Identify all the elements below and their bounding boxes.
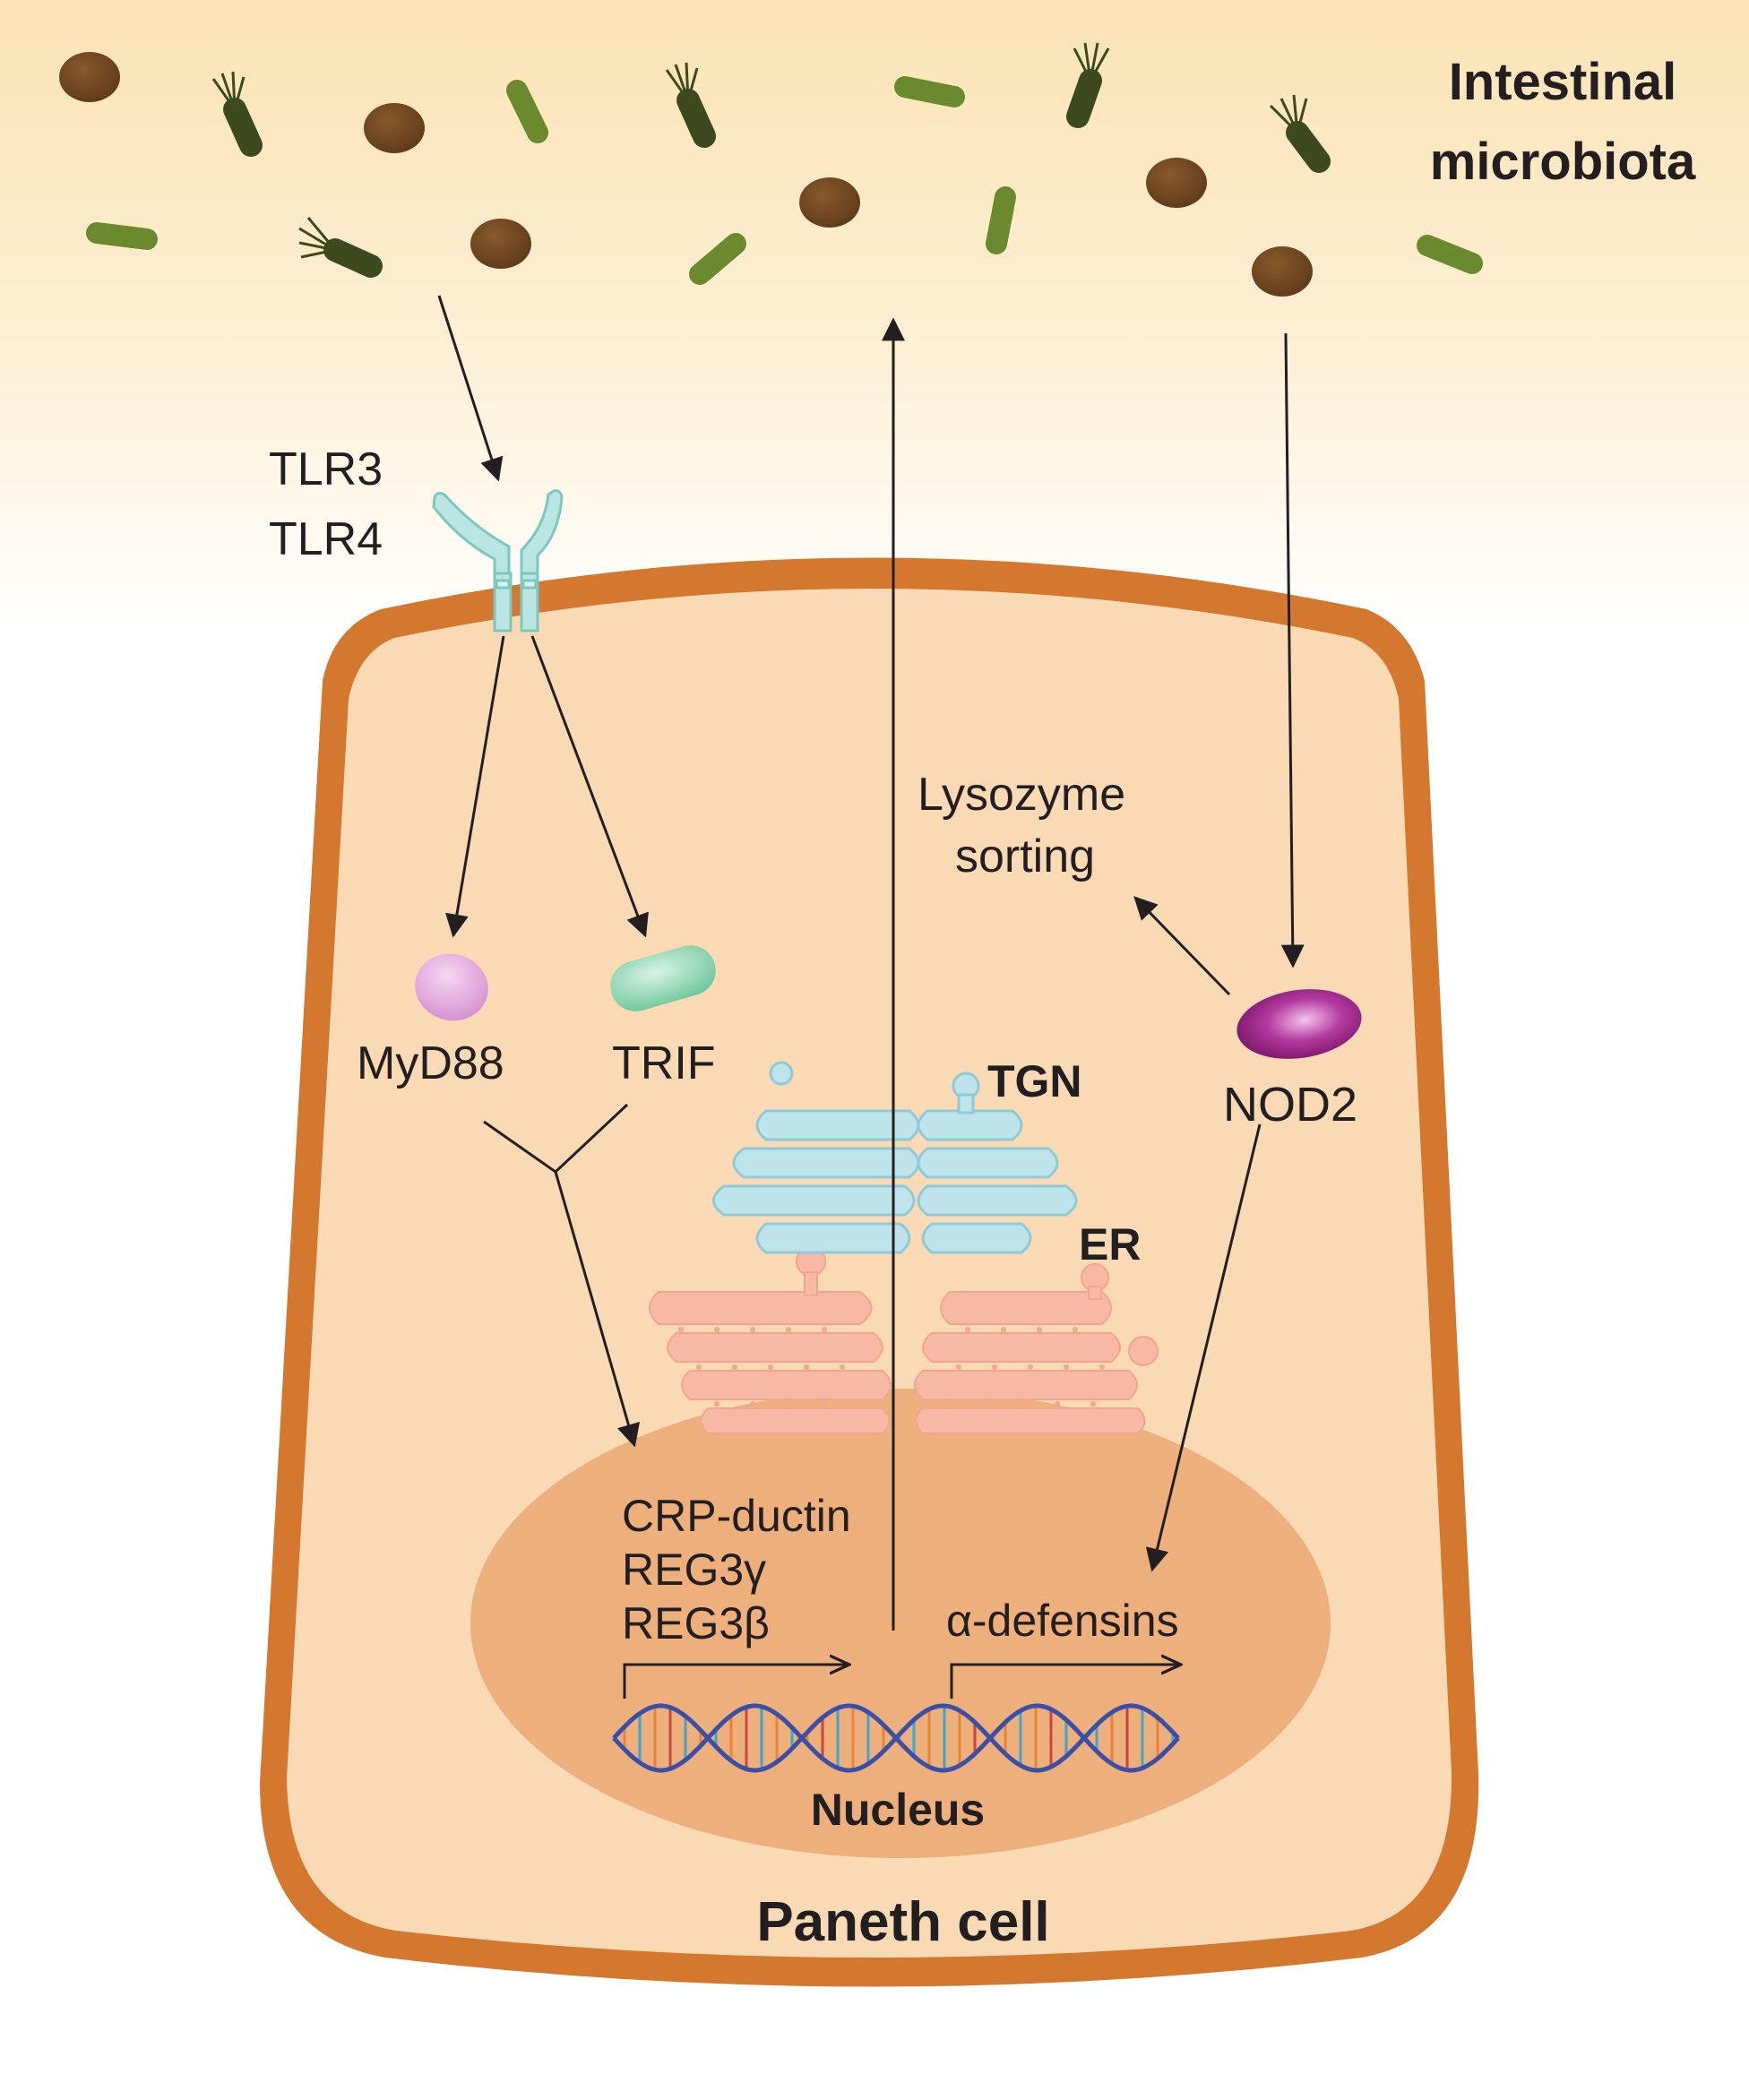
tlr3-label: TLR3 — [269, 443, 383, 495]
tlr4-label: TLR4 — [269, 513, 383, 565]
nod2-label: NOD2 — [1223, 1078, 1357, 1132]
lysozyme-label-line1: Lysozyme — [918, 769, 1125, 821]
rod-bacterium — [986, 186, 1016, 254]
alpha-defensins-label: α-defensins — [946, 1596, 1179, 1646]
nod2-protein — [1236, 989, 1362, 1059]
coccus-bacterium — [799, 177, 860, 228]
microbiota-bacteria — [59, 42, 1483, 297]
flagellated-bacterium — [211, 71, 263, 157]
arrow-microbiota-to-tlr — [437, 295, 504, 482]
crp-ductin-label: CRP-ductin — [622, 1491, 851, 1541]
arrow-nod2-to-defensins — [1145, 1123, 1262, 1572]
coccus-bacterium — [1252, 246, 1313, 297]
arrow-microbiota-to-nod2 — [1280, 332, 1305, 968]
signaling-arrows — [437, 295, 1305, 1699]
flagellated-bacterium — [1269, 94, 1331, 173]
arrow-tlr-to-myd88 — [445, 635, 505, 938]
rod-bacterium — [1417, 235, 1483, 274]
transcription-arrow-left — [623, 1665, 849, 1699]
tgn-label: TGN — [987, 1056, 1082, 1106]
reg3b-label: REG3β — [622, 1598, 770, 1648]
reg3g-label: REG3γ — [622, 1545, 766, 1595]
arrow-tlr-to-trif — [530, 635, 649, 938]
coccus-bacterium — [59, 52, 120, 102]
tgn-organelle — [712, 1061, 1078, 1254]
rod-bacterium — [894, 76, 965, 108]
coccus-bacterium — [1146, 158, 1207, 208]
myd88-protein — [415, 953, 488, 1021]
dna-helix — [612, 1703, 1180, 1773]
trif-label: TRIF — [612, 1037, 716, 1089]
microbiota-title-line1: Intestinal — [1449, 53, 1677, 111]
coccus-bacterium — [364, 103, 425, 153]
rod-bacterium — [506, 80, 548, 143]
myd88-label: MyD88 — [357, 1037, 504, 1089]
flagellated-bacterium — [1066, 42, 1110, 128]
rod-bacterium — [689, 233, 746, 285]
nucleus-label: Nucleus — [811, 1785, 986, 1835]
er-organelle — [649, 1246, 1159, 1434]
microbiota-title-line2: microbiota — [1430, 133, 1696, 191]
er-label: ER — [1079, 1219, 1141, 1269]
arrow-nod2-to-lysozyme — [1133, 896, 1231, 996]
transcription-arrow-right — [950, 1665, 1181, 1699]
paneth-cell-label: Paneth cell — [756, 1891, 1049, 1953]
coccus-bacterium — [470, 219, 531, 269]
er-ribosomes — [678, 1327, 1105, 1407]
arrow-myd88-trif-to-nucleus — [483, 1103, 634, 1445]
trif-protein — [610, 945, 716, 1011]
tlr-receptor — [432, 489, 564, 633]
rod-bacterium — [86, 222, 158, 250]
lysozyme-label-line2: sorting — [955, 831, 1095, 882]
flagellated-bacterium — [298, 217, 383, 278]
flagellated-bacterium — [665, 62, 716, 148]
